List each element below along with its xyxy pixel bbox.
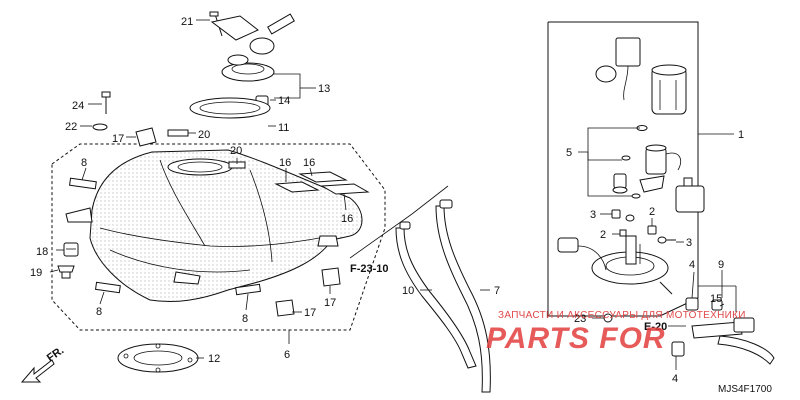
hose-group: [349, 185, 491, 393]
clip-4-top: [685, 297, 699, 311]
callout-21: 21: [181, 16, 193, 28]
filler-cap: [221, 62, 275, 82]
watermark: ЗАПЧАСТИ И АКСЕССУАРЫ ДЛЯ МОТОТЕХНИКИ PA…: [486, 310, 746, 355]
callout-20-mid: 20: [230, 145, 242, 157]
front-mount-tab: [65, 207, 93, 223]
callout-2-right: 2: [649, 206, 655, 218]
callout-1: 1: [738, 129, 744, 141]
callout-16-c: 16: [341, 213, 353, 225]
callout-18: 18: [36, 246, 48, 258]
callout-7: 7: [494, 285, 500, 297]
pad-17-right: [321, 267, 341, 287]
collar-19: [57, 265, 75, 273]
ring-plate-12: [117, 343, 199, 373]
hose-7: [435, 205, 491, 393]
front-label: FR.: [45, 344, 66, 364]
hose-10: [395, 227, 477, 369]
callout-3-right: 3: [686, 237, 692, 249]
callout-8-right: 8: [242, 313, 248, 325]
callout-19: 19: [30, 267, 42, 279]
callout-10: 10: [402, 285, 414, 297]
callout-16-a: 16: [279, 157, 291, 169]
watermark-caption: ЗАПЧАСТИ И АКСЕССУАРЫ ДЛЯ МОТОТЕХНИКИ: [498, 310, 746, 321]
key: [267, 13, 295, 35]
callout-13: 13: [318, 83, 330, 95]
pad-17-bottom: [275, 299, 295, 317]
pump-connector: [615, 37, 641, 67]
arrow-icon: [20, 359, 55, 383]
callout-12: 12: [208, 353, 220, 365]
watermark-brand: PARTS FOR: [486, 322, 666, 355]
diagram-code: MJS4F1700: [718, 384, 772, 395]
callout-3-left: 3: [590, 209, 596, 221]
callout-17-right: 17: [324, 297, 336, 309]
callout-6: 6: [284, 349, 290, 361]
cushion-8-top: [69, 177, 97, 190]
front-direction-arrow: FR.: [20, 344, 66, 383]
callout-4-bottom: 4: [672, 373, 678, 385]
callout-2-left: 2: [600, 229, 606, 241]
fuel-filter: [675, 185, 705, 213]
callout-5: 5: [566, 147, 572, 159]
callout-24: 24: [72, 100, 84, 112]
callout-22: 22: [65, 121, 77, 133]
callout-9: 9: [718, 259, 724, 271]
cushion-8-bottom-right: [235, 283, 262, 296]
key-lock: [249, 37, 275, 55]
fuel-tank-group: [51, 11, 386, 373]
callout-16-b: 16: [303, 157, 315, 169]
fuel-pump-group: [547, 21, 734, 323]
pump-motor: [645, 147, 667, 175]
pad-16-c: [320, 183, 370, 195]
hose-9: [717, 335, 775, 365]
regulator: [613, 173, 627, 189]
callout-20-top: 20: [198, 129, 210, 141]
callout-labels: 21 13 14 11 24 22 17 20 20 8 16 16 16 18…: [30, 16, 744, 385]
reference-e20: E-20: [644, 321, 667, 333]
grommet-18: [63, 242, 79, 257]
joint-hose-assembly: [671, 285, 775, 365]
callout-8-top: 8: [81, 157, 87, 169]
clip-4-bottom: [671, 341, 685, 357]
callout-17-bottom: 17: [304, 307, 316, 319]
callout-17-top: 17: [112, 133, 124, 145]
pad-20-a: [167, 129, 189, 137]
callout-14: 14: [278, 95, 290, 107]
callout-8-left: 8: [96, 306, 102, 318]
fuel-cap-assembly: [189, 11, 295, 119]
group-6-outline: [51, 143, 386, 331]
callout-15: 15: [710, 293, 722, 305]
wire-connector: [557, 237, 579, 253]
washer-22: [92, 123, 108, 131]
callout-11: 11: [278, 122, 289, 134]
callout-23: 23: [574, 313, 586, 325]
group-1-outline: [547, 21, 699, 317]
cushion-8-bottom-left: [94, 281, 121, 294]
pad-16-a: [274, 181, 320, 193]
reference-f2310: F-23-10: [350, 263, 389, 275]
leader-lines: [49, 19, 725, 370]
rear-mount-tab: [317, 235, 339, 247]
pad-17-top: [135, 127, 157, 147]
callout-4-top: 4: [689, 259, 695, 271]
packing-11: [189, 97, 271, 119]
ref-leader-f2310: [349, 213, 413, 259]
